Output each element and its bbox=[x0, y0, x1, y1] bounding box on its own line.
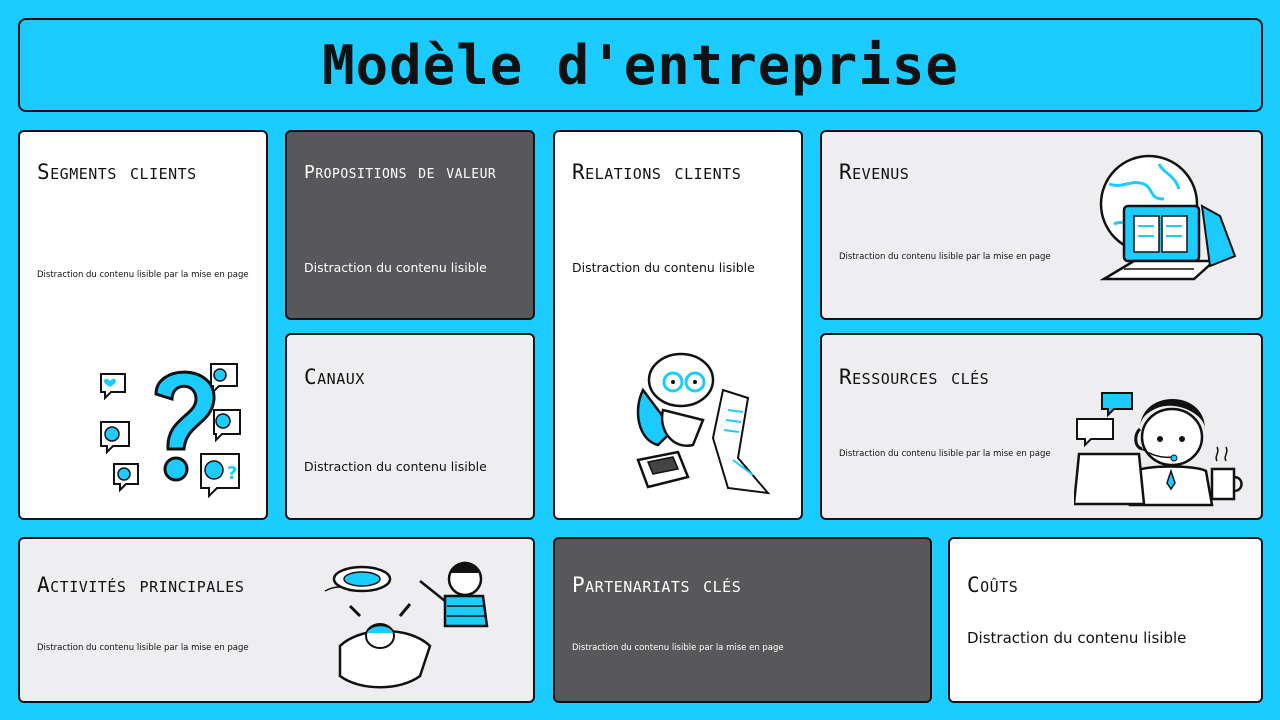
panel-body: Distraction du contenu lisible par la mi… bbox=[572, 643, 784, 653]
panel-body: Distraction du contenu lisible bbox=[572, 260, 755, 275]
support-agent-illustration bbox=[1074, 392, 1243, 507]
panel-title: Propositions de valeur bbox=[304, 162, 497, 183]
panel-title: Segments clients bbox=[37, 160, 197, 184]
question-bubbles-illustration: ? bbox=[100, 363, 241, 499]
panel-title: Coûts bbox=[967, 573, 1019, 597]
panel-body: Distraction du contenu lisible par la mi… bbox=[839, 449, 1051, 459]
panel-body: Distraction du contenu lisible par la mi… bbox=[37, 643, 249, 653]
panel-body: Distraction du contenu lisible bbox=[304, 260, 487, 275]
swimmers-illustration bbox=[324, 561, 489, 689]
title-bar: Modèle d'entreprise bbox=[18, 18, 1263, 112]
panel-title: Partenariats clés bbox=[572, 573, 742, 597]
panel-body: Distraction du contenu lisible bbox=[304, 459, 487, 474]
panel-segments-clients: Segments clients Distraction du contenu … bbox=[18, 130, 268, 520]
panel-activites-principales: Activités principales Distraction du con… bbox=[18, 537, 535, 703]
panel-body: Distraction du contenu lisible par la mi… bbox=[839, 252, 1051, 262]
svg-text:?: ? bbox=[227, 463, 237, 484]
globe-laptop-book-illustration bbox=[1099, 154, 1237, 281]
panel-propositions-de-valeur: Propositions de valeur Distraction du co… bbox=[285, 130, 535, 320]
panel-body: Distraction du contenu lisible par la mi… bbox=[37, 270, 249, 280]
panel-title: Revenus bbox=[839, 160, 910, 184]
page-title: Modèle d'entreprise bbox=[322, 33, 959, 97]
panel-title: Ressources clés bbox=[839, 365, 990, 389]
panel-title: Canaux bbox=[304, 365, 365, 389]
panel-canaux: Canaux Distraction du contenu lisible bbox=[285, 333, 535, 520]
panel-revenus: Revenus Distraction du contenu lisible p… bbox=[820, 130, 1263, 320]
reading-character-illustration bbox=[636, 352, 771, 495]
panel-body: Distraction du contenu lisible bbox=[967, 629, 1187, 647]
panel-relations-clients: Relations clients Distraction du contenu… bbox=[553, 130, 803, 520]
panel-partenariats-cles: Partenariats clés Distraction du contenu… bbox=[553, 537, 932, 703]
panel-ressources-cles: Ressources clés Distraction du contenu l… bbox=[820, 333, 1263, 520]
panel-couts: Coûts Distraction du contenu lisible bbox=[948, 537, 1263, 703]
panel-title: Activités principales bbox=[37, 573, 245, 597]
panel-title: Relations clients bbox=[572, 160, 742, 184]
